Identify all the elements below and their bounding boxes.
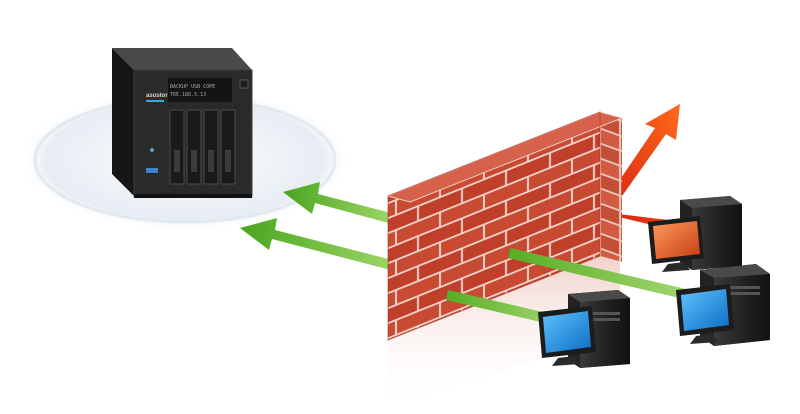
nas-display-line-1: BACKUP USB COPE: [170, 84, 215, 90]
red-screen: [653, 221, 700, 259]
blue-screen-right: [681, 289, 729, 331]
nas-brand-label: asustor: [146, 93, 168, 99]
brick-wall-icon: [386, 111, 624, 410]
nas-power-led: [150, 148, 154, 152]
desktop-computer-icon: [648, 196, 742, 272]
allowed-arrow-from-blue-pc-right: [508, 248, 690, 300]
allowed-arrow-lower: [240, 218, 400, 272]
allowed-traffic-from-computers: [446, 248, 690, 326]
allowed-traffic-arrows: [240, 182, 400, 272]
nas-usb-port: [146, 168, 158, 173]
nas-server-icon: asustor BACKUP USB COPE TRE.188.5.13: [112, 48, 253, 198]
blue-screen-front: [543, 311, 591, 353]
nas-display-line-2: TRE.188.5.13: [170, 92, 206, 98]
nas-blue-led-strip: [146, 100, 164, 102]
desktop-computer-icon: [538, 290, 630, 368]
allowed-arrow-from-blue-pc-left: [446, 290, 560, 326]
nas-drive-bays: [169, 109, 236, 185]
allowed-arrow-upper: [283, 182, 395, 224]
desktop-computer-icon: [676, 264, 770, 346]
